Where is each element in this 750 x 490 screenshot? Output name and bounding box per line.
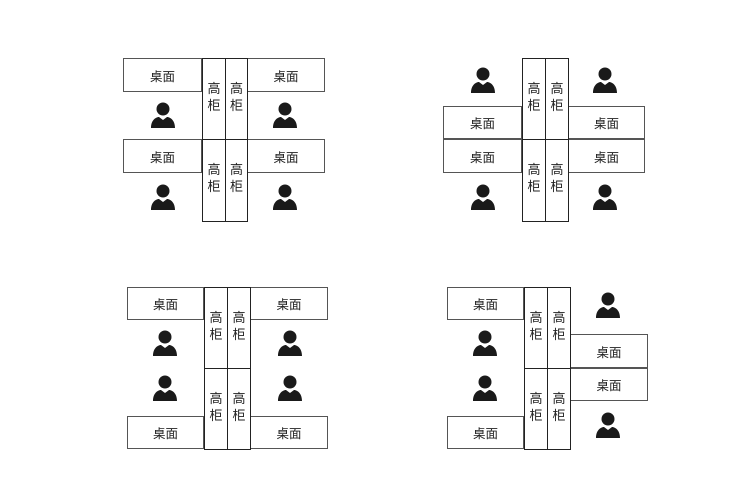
desk: 桌面 xyxy=(568,106,645,139)
desk-label: 桌面 xyxy=(152,297,178,312)
cabinet-label: 高柜 xyxy=(552,311,566,343)
person-icon xyxy=(277,374,303,402)
person-icon xyxy=(472,374,498,402)
tall-cabinet: 高柜 xyxy=(524,287,548,369)
desk-label: 桌面 xyxy=(472,297,498,312)
cabinet-label: 高柜 xyxy=(232,392,246,424)
person-icon xyxy=(150,101,176,129)
desk-label: 桌面 xyxy=(593,149,619,165)
person-icon xyxy=(152,374,178,402)
tall-cabinet: 高柜 xyxy=(204,368,228,450)
desk-label: 桌面 xyxy=(273,149,299,165)
person-icon xyxy=(592,66,618,94)
person-icon xyxy=(470,66,496,94)
cabinet-label: 高柜 xyxy=(552,392,566,424)
desk-label: 桌面 xyxy=(276,297,302,312)
desk-label: 桌面 xyxy=(273,68,299,84)
person-icon xyxy=(470,183,496,211)
desk: 桌面 xyxy=(447,416,524,449)
cabinet-label: 高柜 xyxy=(207,163,221,195)
tall-cabinet: 高柜 xyxy=(547,368,571,450)
desk-label: 桌面 xyxy=(276,426,302,441)
desk: 桌面 xyxy=(250,287,328,320)
desk: 桌面 xyxy=(123,58,202,92)
desk: 桌面 xyxy=(127,287,204,320)
tall-cabinet: 高柜 xyxy=(202,139,226,222)
cabinet-label: 高柜 xyxy=(229,163,243,195)
person-icon xyxy=(592,183,618,211)
desk: 桌面 xyxy=(250,416,328,449)
desk-label: 桌面 xyxy=(593,116,619,131)
person-icon xyxy=(272,183,298,211)
person-icon xyxy=(277,329,303,357)
desk-label: 桌面 xyxy=(469,149,495,165)
desk: 桌面 xyxy=(247,58,325,92)
desk: 桌面 xyxy=(443,139,522,173)
desk-label: 桌面 xyxy=(469,116,495,131)
cabinet-label: 高柜 xyxy=(527,82,541,114)
tall-cabinet: 高柜 xyxy=(225,139,248,222)
desk-label: 桌面 xyxy=(149,149,175,165)
cabinet-label: 高柜 xyxy=(209,311,223,343)
tall-cabinet: 高柜 xyxy=(545,139,569,222)
person-icon xyxy=(595,411,621,439)
desk: 桌面 xyxy=(447,287,524,320)
cabinet-label: 高柜 xyxy=(550,163,564,195)
cabinet-label: 高柜 xyxy=(527,163,541,195)
desk-label: 桌面 xyxy=(472,426,498,441)
person-icon xyxy=(595,291,621,319)
cabinet-label: 高柜 xyxy=(209,392,223,424)
desk-label: 桌面 xyxy=(149,68,175,84)
tall-cabinet: 高柜 xyxy=(545,58,569,140)
desk-label: 桌面 xyxy=(596,344,622,360)
desk: 桌面 xyxy=(570,334,648,368)
tall-cabinet: 高柜 xyxy=(522,139,546,222)
desk-label: 桌面 xyxy=(152,426,178,441)
desk: 桌面 xyxy=(123,139,202,173)
cabinet-label: 高柜 xyxy=(232,311,246,343)
tall-cabinet: 高柜 xyxy=(202,58,226,140)
cabinet-label: 高柜 xyxy=(529,311,543,343)
desk: 桌面 xyxy=(570,368,648,401)
desk: 桌面 xyxy=(443,106,522,139)
tall-cabinet: 高柜 xyxy=(524,368,548,450)
tall-cabinet: 高柜 xyxy=(547,287,571,369)
desk: 桌面 xyxy=(568,139,645,173)
tall-cabinet: 高柜 xyxy=(227,287,251,369)
person-icon xyxy=(150,183,176,211)
cabinet-label: 高柜 xyxy=(529,392,543,424)
tall-cabinet: 高柜 xyxy=(522,58,546,140)
tall-cabinet: 高柜 xyxy=(225,58,248,140)
cabinet-label: 高柜 xyxy=(550,82,564,114)
desk: 桌面 xyxy=(247,139,325,173)
person-icon xyxy=(272,101,298,129)
cabinet-label: 高柜 xyxy=(207,82,221,114)
person-icon xyxy=(472,329,498,357)
desk: 桌面 xyxy=(127,416,204,449)
person-icon xyxy=(152,329,178,357)
tall-cabinet: 高柜 xyxy=(227,368,251,450)
desk-label: 桌面 xyxy=(596,378,622,393)
tall-cabinet: 高柜 xyxy=(204,287,228,369)
cabinet-label: 高柜 xyxy=(229,82,243,114)
